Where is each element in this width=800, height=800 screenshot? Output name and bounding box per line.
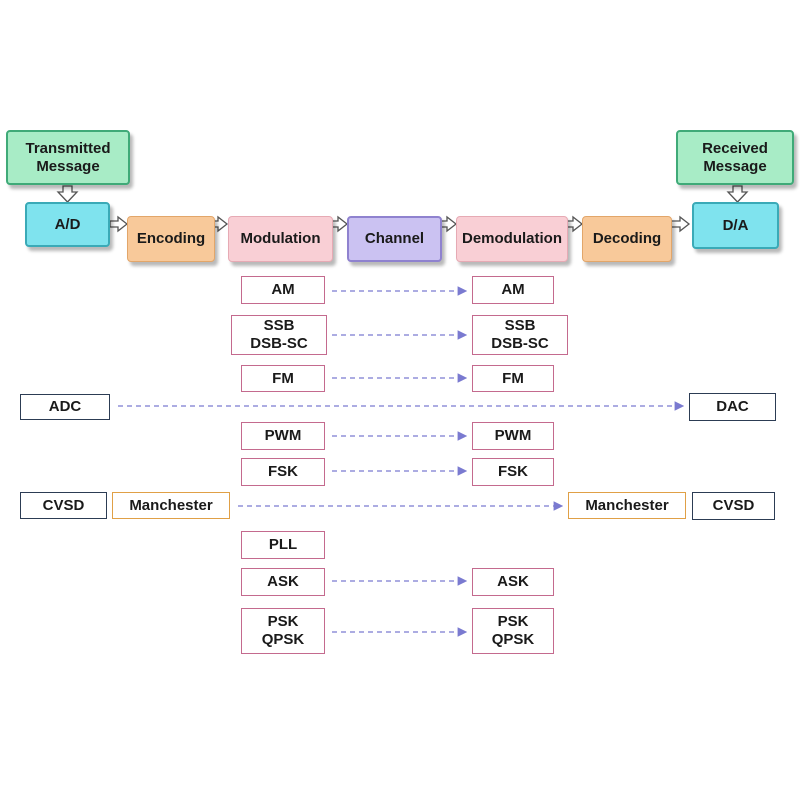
down-arrow-transmitted xyxy=(56,185,79,203)
psk-demodulator-box: PSK QPSK xyxy=(472,608,554,654)
modulation-label: Modulation xyxy=(240,230,321,247)
dac-label: DAC xyxy=(716,398,749,415)
demodulation-label: Demodulation xyxy=(462,230,562,247)
ask-demodulator-box: ASK xyxy=(472,568,554,596)
fm-demod-label: FM xyxy=(502,369,524,387)
ssb-demodulator-box: SSB DSB-SC xyxy=(472,315,568,355)
cvsd-encoder-box: CVSD xyxy=(20,492,107,519)
fm-demodulator-box: FM xyxy=(472,365,554,392)
modulation-box: Modulation xyxy=(228,216,333,262)
da-label: D/A xyxy=(722,216,749,234)
ssb-label: SSB xyxy=(263,317,295,334)
cvsd-label: CVSD xyxy=(42,496,85,514)
ssb-demod-label: SSB xyxy=(504,317,536,334)
pll-label: PLL xyxy=(268,536,298,553)
channel-box: Channel xyxy=(347,216,442,262)
am-modulator-box: AM xyxy=(241,276,325,304)
decoding-label: Decoding xyxy=(592,230,662,247)
qpsk-demod-label: QPSK xyxy=(491,631,535,648)
channel-label: Channel xyxy=(364,230,425,247)
fm-label: FM xyxy=(272,369,294,387)
fsk-demod-label: FSK xyxy=(498,463,528,480)
dsb-sc-label: DSB-SC xyxy=(250,335,308,352)
encoding-label: Encoding xyxy=(136,230,206,247)
psk-modulator-box: PSK QPSK xyxy=(241,608,325,654)
am-label: AM xyxy=(271,281,295,298)
manchester-decoder-box: Manchester xyxy=(568,492,686,519)
qpsk-label: QPSK xyxy=(261,631,305,648)
down-arrow-received xyxy=(726,185,749,203)
psk-demod-label: PSK xyxy=(497,613,529,630)
ad-label: A/D xyxy=(54,215,81,233)
received-message-line2: Message xyxy=(703,157,767,175)
ad-converter-box: A/D xyxy=(25,202,110,247)
manchester-decoder-label: Manchester xyxy=(585,496,669,514)
pll-box: PLL xyxy=(241,531,325,559)
ssb-modulator-box: SSB DSB-SC xyxy=(231,315,327,355)
encoding-box: Encoding xyxy=(127,216,215,262)
pwm-label: PWM xyxy=(264,427,302,444)
demodulation-box: Demodulation xyxy=(456,216,568,262)
dac-box: DAC xyxy=(689,393,776,421)
cvsd-decoder-label: CVSD xyxy=(712,497,755,514)
dsb-sc-demod-label: DSB-SC xyxy=(491,335,549,352)
received-message-box: Received Message xyxy=(676,130,794,185)
pwm-demodulator-box: PWM xyxy=(472,422,554,450)
adc-box: ADC xyxy=(20,394,110,420)
manchester-encoder-box: Manchester xyxy=(112,492,230,519)
cvsd-decoder-box: CVSD xyxy=(692,492,775,520)
received-message-line1: Received xyxy=(702,139,768,157)
fm-modulator-box: FM xyxy=(241,365,325,392)
adc-label: ADC xyxy=(48,398,82,415)
transmitted-message-line2: Message xyxy=(36,157,100,175)
transmitted-message-line1: Transmitted xyxy=(25,139,111,157)
pwm-demod-label: PWM xyxy=(494,427,532,444)
am-demod-label: AM xyxy=(501,281,525,298)
transmitted-message-box: Transmitted Message xyxy=(6,130,130,185)
am-demodulator-box: AM xyxy=(472,276,554,304)
ask-label: ASK xyxy=(267,573,299,590)
fsk-label: FSK xyxy=(268,463,298,480)
ask-demod-label: ASK xyxy=(497,573,529,590)
manchester-label: Manchester xyxy=(129,496,213,514)
da-converter-box: D/A xyxy=(692,202,779,249)
pwm-modulator-box: PWM xyxy=(241,422,325,450)
fsk-modulator-box: FSK xyxy=(241,458,325,486)
decoding-box: Decoding xyxy=(582,216,672,262)
fsk-demodulator-box: FSK xyxy=(472,458,554,486)
ask-modulator-box: ASK xyxy=(241,568,325,596)
psk-label: PSK xyxy=(267,613,299,630)
